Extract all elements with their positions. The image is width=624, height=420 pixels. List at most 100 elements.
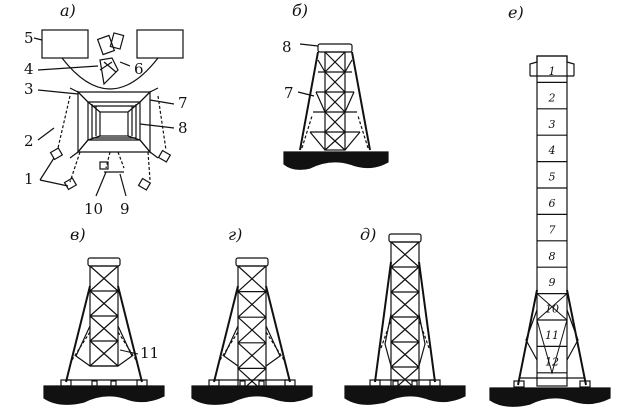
leader-9 — [119, 173, 127, 197]
footing-mid — [411, 380, 418, 387]
column-bracing — [390, 241, 420, 393]
section-label: 11 — [545, 329, 559, 342]
ground — [43, 385, 165, 405]
lifting-frame — [99, 57, 119, 86]
anchor-2 — [157, 149, 172, 163]
leader-10 — [95, 171, 107, 197]
frame-bottom — [76, 139, 152, 153]
cap — [235, 257, 269, 267]
cap — [388, 233, 422, 243]
leader-4 — [37, 65, 99, 71]
panel-label-e: е) — [508, 3, 524, 22]
towers-vgd — [43, 233, 466, 405]
footing-mid — [110, 380, 117, 387]
section-label: 2 — [548, 91, 556, 104]
crane-reach-arc — [61, 57, 159, 90]
plan-view: а) — [33, 1, 184, 197]
label-2: 2 — [24, 132, 34, 150]
section-dividers — [536, 81, 568, 375]
label-4: 4 — [24, 60, 34, 78]
leg-bracing — [75, 325, 133, 367]
plan-labels: 5 4 3 2 1 6 7 8 10 9 — [24, 29, 188, 218]
tower-horizontals — [310, 71, 360, 133]
crane-box-right — [136, 29, 184, 59]
leader-1 — [39, 157, 69, 187]
leader-7b — [297, 91, 315, 97]
section-label: 8 — [549, 250, 556, 263]
central-shaft — [99, 111, 129, 137]
frame-left — [77, 90, 89, 154]
section-label: 6 — [549, 197, 556, 210]
guy-lines-b — [301, 115, 369, 149]
lift-block-2 — [109, 32, 125, 50]
anchor-5 — [99, 161, 109, 170]
footing-mid — [258, 380, 265, 387]
leader-6 — [119, 61, 131, 67]
leg-bracing — [223, 325, 281, 367]
tower-legs — [299, 51, 371, 151]
panel-label-g: г) — [228, 225, 242, 244]
leader-8b — [299, 43, 319, 47]
guy-lines — [71, 331, 137, 361]
leader-3 — [37, 89, 79, 95]
anchor-3 — [63, 177, 78, 191]
guy-lines — [219, 331, 285, 361]
section-label: 4 — [548, 144, 556, 157]
frame-diagonals — [87, 101, 141, 141]
top-cap — [529, 55, 575, 76]
corner-struts — [69, 87, 159, 159]
panel-label-a: а) — [60, 1, 76, 20]
leader-5 — [33, 37, 43, 41]
stage-b: б) — [283, 1, 389, 170]
footing-right-e — [579, 380, 591, 388]
lift-block — [96, 34, 116, 56]
section-label: 9 — [549, 276, 556, 289]
lower-bracing — [536, 293, 568, 375]
label-8: 8 — [178, 119, 188, 137]
ground-b — [283, 151, 389, 170]
column-bracing — [89, 265, 119, 367]
label-10: 10 — [84, 200, 103, 218]
guy-lines — [57, 95, 167, 183]
label-11: 11 — [140, 344, 159, 362]
label-7-b: 7 — [284, 84, 294, 102]
label-7: 7 — [178, 94, 188, 112]
cap — [87, 257, 121, 267]
leader-7 — [149, 99, 175, 105]
ground — [191, 385, 313, 405]
anchor-1 — [49, 147, 64, 161]
cap-b — [317, 43, 353, 53]
outer-bracing — [309, 59, 361, 151]
leader-8 — [139, 123, 175, 129]
section-label: 3 — [549, 118, 556, 131]
label-8-b: 8 — [282, 38, 292, 56]
leader-2 — [37, 127, 55, 141]
label-9: 9 — [120, 200, 130, 218]
inner-bracing — [324, 51, 346, 151]
panel-label-v: в) — [70, 225, 86, 244]
footing-left-e — [513, 380, 525, 388]
panel-label-d: д) — [360, 225, 376, 244]
tower-g — [191, 257, 313, 405]
ground-e — [489, 387, 611, 407]
footing-mid — [392, 380, 399, 387]
footing-mid — [91, 380, 98, 387]
lifting-frame-brace — [99, 61, 117, 73]
label-6: 6 — [134, 60, 144, 78]
legs — [213, 285, 291, 383]
panel-label-b: б) — [292, 1, 308, 20]
legs — [374, 261, 436, 383]
leg-bracing-e — [525, 309, 579, 361]
tower-d — [344, 233, 466, 405]
footing-mid — [239, 380, 246, 387]
section-label: 12 — [545, 355, 559, 368]
leader-11 — [119, 349, 139, 355]
legs — [65, 285, 143, 383]
frame-right — [139, 90, 151, 154]
label-5: 5 — [24, 29, 34, 47]
frame-top — [76, 91, 152, 103]
stage-e: е) — [489, 3, 611, 407]
